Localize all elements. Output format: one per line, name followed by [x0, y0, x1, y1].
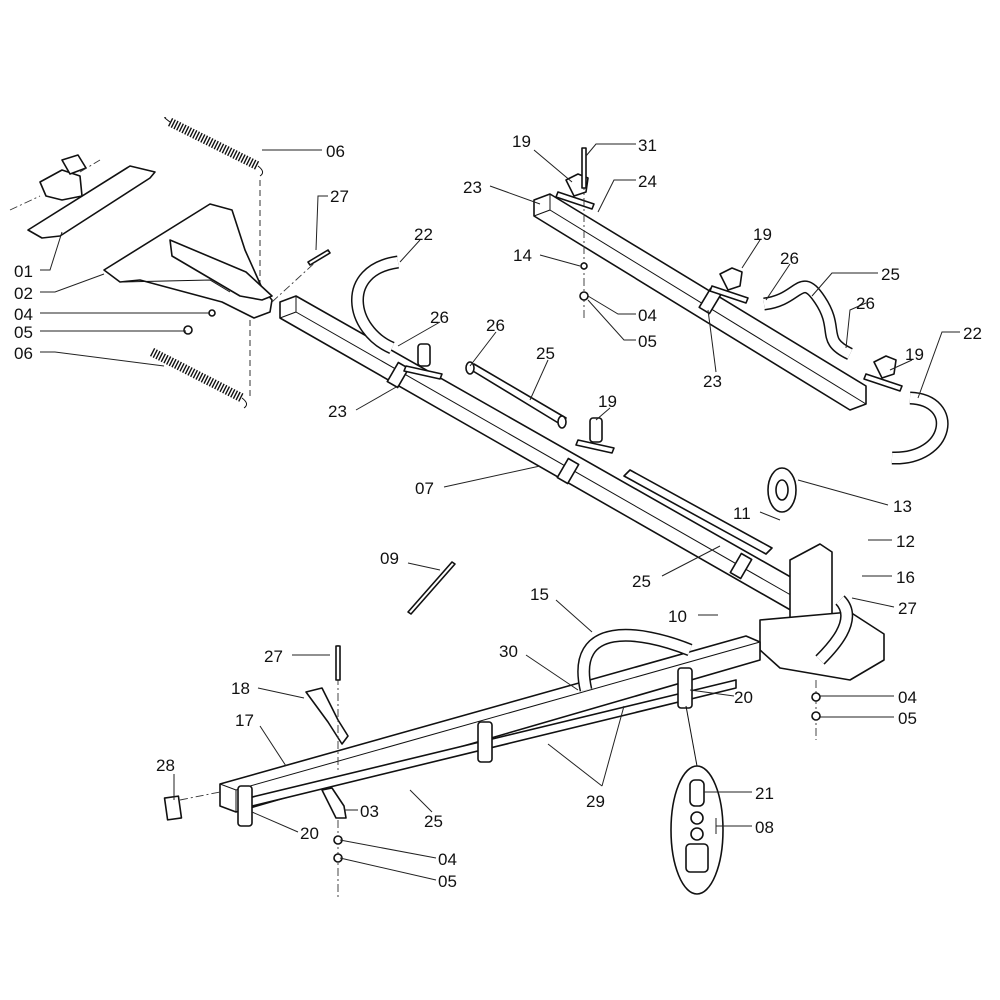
callout: 03: [360, 802, 379, 821]
leader-lines: [40, 143, 960, 881]
callout: 13: [893, 497, 912, 516]
nut-05: [183, 325, 193, 335]
callout: 18: [231, 679, 250, 698]
callout: 19: [598, 392, 617, 411]
callout: 20: [734, 688, 753, 707]
callout: 21: [755, 784, 774, 803]
callout: 22: [414, 225, 433, 244]
callout: 26: [856, 294, 875, 313]
callout: 27: [330, 187, 349, 206]
spring-bottom: [149, 347, 248, 409]
callout: 04: [438, 850, 457, 869]
callout: 06: [14, 344, 33, 363]
callout: 17: [235, 711, 254, 730]
callout: 25: [881, 265, 900, 284]
nozzle-body-19: [403, 343, 615, 454]
callout: 28: [156, 756, 175, 775]
mounting-plate: [9, 154, 156, 239]
callout: 23: [703, 372, 722, 391]
nozzles-20: [237, 667, 693, 827]
spring-top: [164, 117, 264, 177]
callout: 27: [898, 599, 917, 618]
callout: 14: [513, 246, 532, 265]
callout: 08: [755, 818, 774, 837]
nozzle-detail-inset: [670, 765, 724, 895]
callout: 02: [14, 284, 33, 303]
callout: 07: [415, 479, 434, 498]
callout: 25: [424, 812, 443, 831]
callout: 19: [905, 345, 924, 364]
hose-22-right: [891, 391, 949, 465]
callout: 30: [499, 642, 518, 661]
callout: 23: [328, 402, 347, 421]
callout: 20: [300, 824, 319, 843]
callout: 15: [530, 585, 549, 604]
callout: 09: [380, 549, 399, 568]
callout: 05: [14, 323, 33, 342]
callout: 22: [963, 324, 982, 343]
callout: 05: [638, 332, 657, 351]
callout: 29: [586, 792, 605, 811]
hose-25-upper: [762, 280, 854, 360]
hose-22-left: [351, 255, 400, 354]
pivot-mount: [759, 467, 885, 681]
callout: 04: [898, 688, 917, 707]
callout: 10: [668, 607, 687, 626]
callout: 12: [896, 532, 915, 551]
callout: 26: [486, 316, 505, 335]
callout: 26: [780, 249, 799, 268]
callout: 23: [463, 178, 482, 197]
bolt-27-top: [307, 249, 331, 266]
callout: 04: [638, 306, 657, 325]
pipe-25-lower: [623, 469, 773, 555]
callout: 25: [536, 344, 555, 363]
callout: 05: [438, 872, 457, 891]
callout: 31: [638, 136, 657, 155]
bracket-18: [305, 687, 349, 745]
callout: 16: [896, 568, 915, 587]
callout: 11: [733, 504, 751, 523]
callout: 05: [898, 709, 917, 728]
callout: 19: [753, 225, 772, 244]
callout: 19: [512, 132, 531, 151]
callout: 04: [14, 305, 33, 324]
callout: 01: [14, 262, 33, 281]
callout: 25: [632, 572, 651, 591]
end-cap-28: [163, 795, 183, 821]
callout: 27: [264, 647, 283, 666]
callout: 24: [638, 172, 657, 191]
pipe-25-middle: [465, 361, 567, 429]
pin-09: [407, 561, 456, 615]
hinge-bracket: [103, 203, 273, 319]
hose-15: [577, 628, 693, 692]
upper-boom-tube: [533, 173, 903, 411]
callout: 26: [430, 308, 449, 327]
callout-labels: 06 27 22 01 02 04 05 06 19 31 23 24 14 0…: [14, 132, 982, 891]
bracket-03: [321, 787, 347, 819]
callout: 06: [326, 142, 345, 161]
